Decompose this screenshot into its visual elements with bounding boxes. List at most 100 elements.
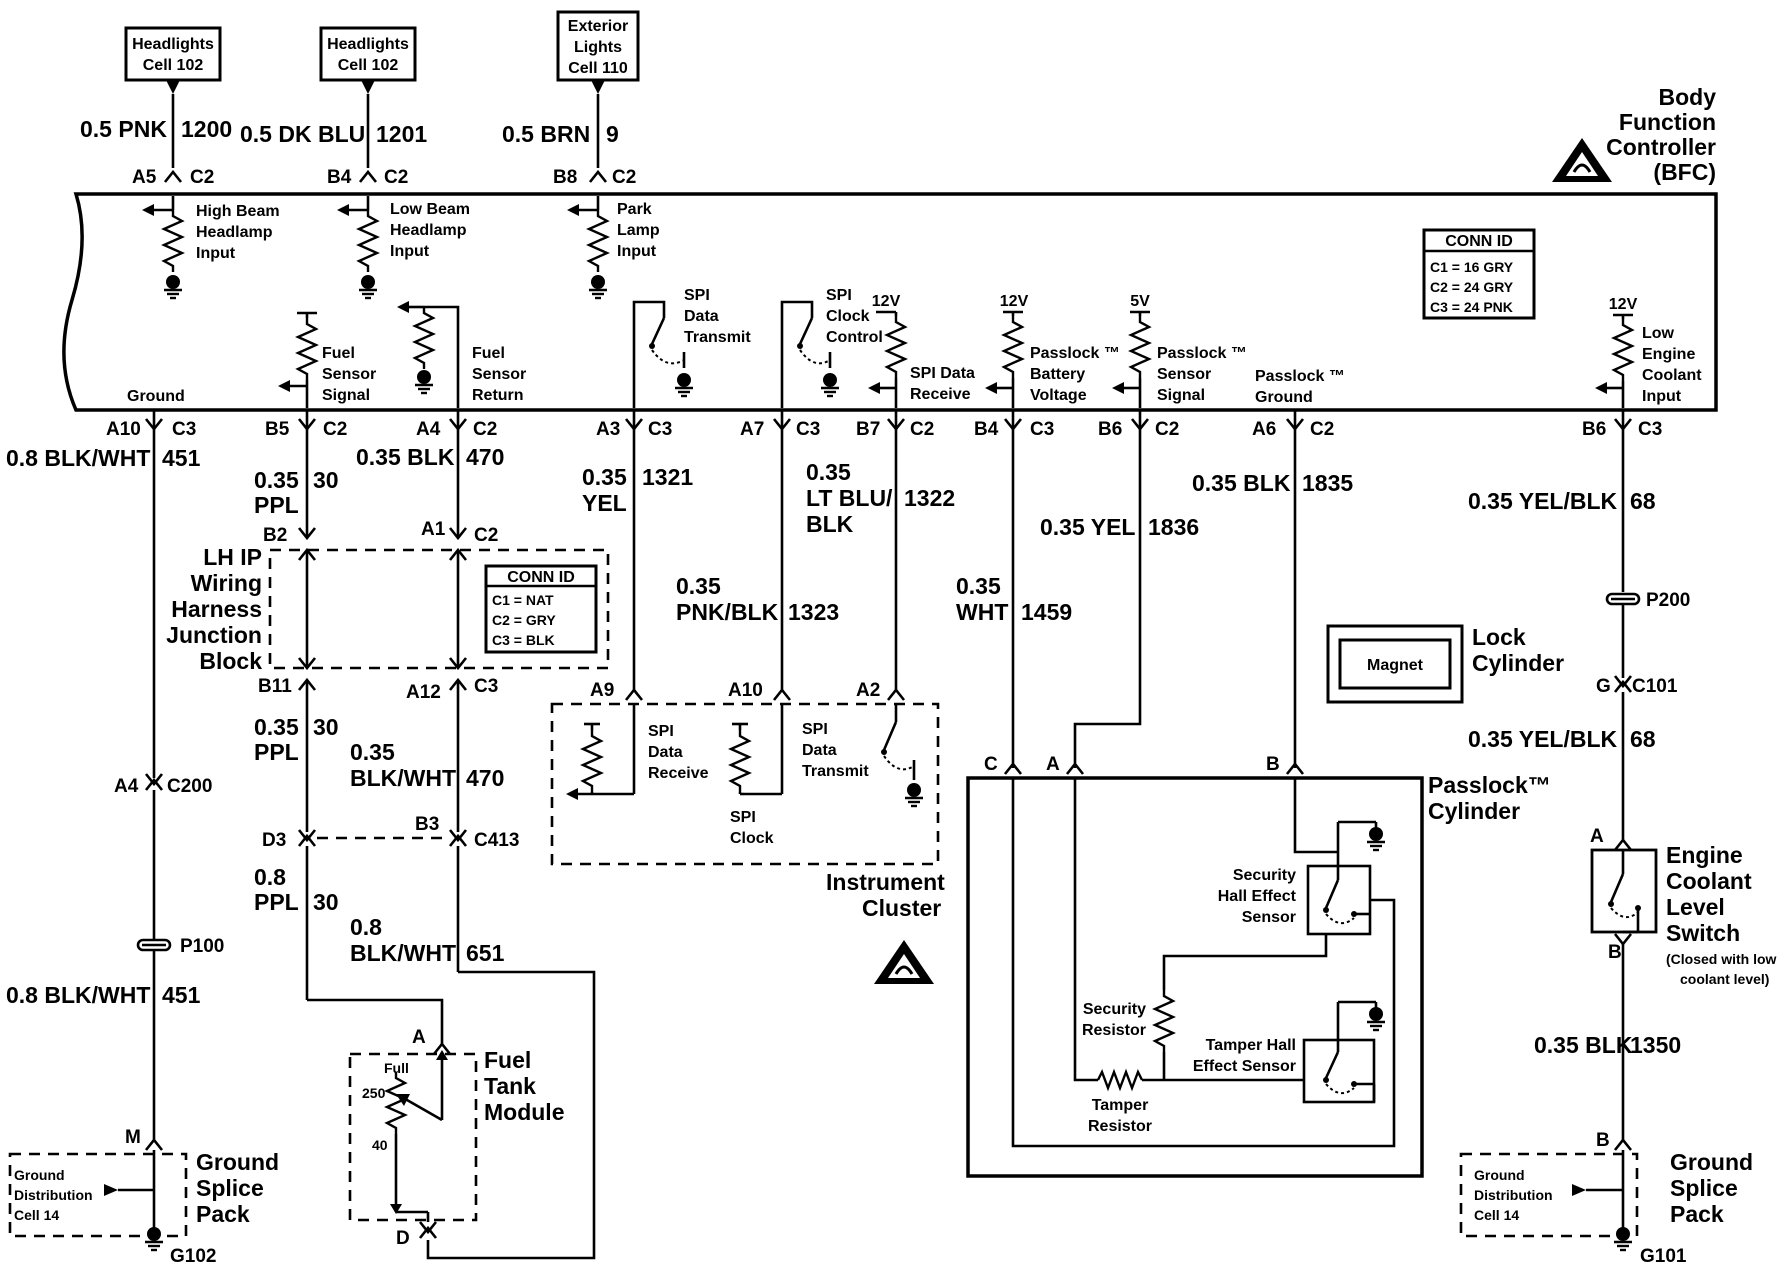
component-label: Security — [1233, 867, 1296, 884]
component-label: Effect Sensor — [1193, 1058, 1296, 1075]
ref-line: Lights — [574, 39, 622, 56]
passlock-ground: Passlock ™ Ground — [1255, 368, 1345, 406]
high-beam-input: High Beam Headlamp Input — [142, 196, 280, 300]
fuel-tank-module[interactable]: Fuel Tank Module A Full 250 40 D — [348, 1027, 565, 1249]
wire-circuit: 30 — [313, 467, 339, 493]
input-label: Battery — [1030, 366, 1085, 383]
wire-gauge: 0.35 BLK — [1192, 470, 1291, 496]
wire-circuit: 30 — [313, 889, 339, 915]
ground-splice-pack-left[interactable]: Ground Splice Pack Ground Distribution C… — [8, 1149, 279, 1267]
ground-splice-pack-right[interactable]: Ground Splice Pack Ground Distribution C… — [1459, 1149, 1753, 1267]
conn-id-row: C3 = 24 PNK — [1430, 299, 1513, 315]
input-label: Passlock ™ — [1157, 345, 1247, 362]
wire-gauge: WHT — [956, 599, 1008, 625]
gsp-title: Splice — [1670, 1175, 1738, 1201]
lock-title: Lock — [1472, 624, 1526, 650]
voltage-label: 12V — [1000, 293, 1029, 310]
voltage-label: 5V — [1130, 293, 1150, 310]
bfc-module[interactable]: Body Function Controller (BFC) CONN ID C… — [62, 84, 1718, 412]
conn-label: C2 — [1155, 419, 1179, 440]
voltage-label: 12V — [872, 293, 901, 310]
wire-circuit: 1459 — [1021, 599, 1072, 625]
spi-data-receive: 12V SPI Data Receive — [868, 293, 975, 408]
ref-box-headlights-b[interactable]: Headlights Cell 102 — [319, 26, 417, 82]
input-label: Fuel — [322, 345, 355, 362]
ohm-label: 40 — [372, 1137, 388, 1153]
input-label: Passlock ™ — [1030, 345, 1120, 362]
wire-1200: 0.5 PNK 1200 A5 C2 — [80, 80, 232, 188]
pin-label: A3 — [596, 419, 620, 440]
component-label: Resistor — [1088, 1118, 1152, 1135]
input-label: SPI — [684, 287, 710, 304]
spi-data-transmit-switch: SPI Data Transmit — [632, 287, 751, 408]
pin-label: D3 — [262, 830, 286, 851]
pin-label: C — [984, 754, 998, 775]
wire-gauge: 0.8 — [350, 914, 382, 940]
instrument-cluster[interactable]: A9 A10 A2 Instrument Cluster SPI Data Re… — [550, 680, 945, 986]
gsp-ref: Distribution — [14, 1187, 93, 1203]
engine-coolant-level-switch[interactable]: Engine Coolant Level Switch (Closed with… — [1590, 842, 1777, 987]
junction-conn-id: CONN ID C1 = NAT C2 = GRY C3 = BLK — [484, 564, 598, 654]
pin-label: G — [1596, 676, 1611, 697]
input-label: Sensor — [322, 366, 376, 383]
ref-line: Exterior — [568, 18, 628, 35]
conn-label: C2 — [1310, 419, 1334, 440]
switch-title: Coolant — [1666, 868, 1752, 894]
input-label: Return — [472, 387, 524, 404]
module-title: Fuel — [484, 1047, 531, 1073]
component-label: Resistor — [1082, 1022, 1146, 1039]
wire-circuit: 68 — [1630, 726, 1656, 752]
component-label: Tamper Hall — [1206, 1037, 1296, 1054]
wire-circuit: 451 — [162, 982, 201, 1008]
wire-gauge: 0.35 — [956, 573, 1001, 599]
wire-gauge: PNK/BLK — [676, 599, 779, 625]
module-title: Module — [484, 1099, 565, 1125]
conn-label: C413 — [474, 830, 519, 851]
conn-id-row: C2 = 24 GRY — [1430, 279, 1514, 295]
cluster-label: Data — [648, 744, 683, 761]
input-label: Signal — [1157, 387, 1205, 404]
conn-label: C2 — [474, 525, 498, 546]
input-label: Input — [617, 243, 657, 260]
circuit-470: 0.35 BLK 470 0.35 BLK/WHT 470 B3 C413 0.… — [350, 410, 596, 1260]
switch-title: Engine — [1666, 842, 1743, 868]
circuit-1459: 0.35 WHT 1459 — [956, 410, 1072, 775]
input-label: SPI — [826, 287, 852, 304]
spi-clock-control-switch: SPI Clock Control — [780, 287, 883, 408]
input-label: Engine — [1642, 346, 1695, 363]
conn-label: C2 — [612, 167, 636, 188]
switch-note: coolant level) — [1680, 971, 1769, 987]
gsp-ref: Cell 14 — [1474, 1207, 1519, 1223]
wire-9: 0.5 BRN 9 B8 C2 — [502, 80, 636, 188]
lock-cylinder[interactable]: Magnet Lock Cylinder — [1326, 624, 1564, 704]
ref-box-headlights-a[interactable]: Headlights Cell 102 — [124, 26, 222, 82]
input-label: Sensor — [1157, 366, 1211, 383]
pin-label: B4 — [974, 419, 999, 440]
wire-gauge: YEL — [582, 490, 627, 516]
pin-label: A — [1590, 826, 1604, 847]
conn-id-title: CONN ID — [1445, 233, 1513, 250]
pin-label: A1 — [421, 519, 446, 540]
wire-gauge: 0.8 — [254, 864, 286, 890]
conn-label: C3 — [172, 419, 196, 440]
conn-label: C2 — [323, 419, 347, 440]
switch-note: (Closed with low — [1666, 951, 1777, 967]
ground-id: G101 — [1640, 1246, 1687, 1267]
ref-box-exterior-lights[interactable]: Exterior Lights Cell 110 — [556, 10, 640, 82]
passlock-cylinder[interactable]: C A B Passlock™ Cylinder Security Hall E… — [966, 754, 1551, 1178]
passlock-battery-voltage: 12V Passlock ™ Battery Voltage — [985, 293, 1120, 408]
wire-circuit: 451 — [162, 445, 201, 471]
ref-line: Cell 102 — [338, 57, 399, 74]
circuit-68: 0.35 YEL/BLK 68 P200 G C101 0.35 YEL/BLK… — [1468, 410, 1690, 851]
pass-through-label: P100 — [180, 936, 224, 957]
input-label: Headlamp — [390, 222, 467, 239]
input-label: Clock — [826, 308, 870, 325]
passlock-sensor-signal: 5V Passlock ™ Sensor Signal — [1112, 293, 1247, 408]
pin-label: B5 — [265, 419, 290, 440]
wire-gauge: BLK — [806, 511, 854, 537]
lh-ip-junction-block[interactable]: LH IP Wiring Harness Junction Block CONN… — [166, 519, 610, 703]
circuit-1322: 0.35 LT BLU/ BLK 1322 — [806, 410, 955, 701]
conn-label: C200 — [167, 776, 212, 797]
wire-gauge: 0.35 YEL/BLK — [1468, 726, 1618, 752]
pin-label: B — [1266, 754, 1280, 775]
